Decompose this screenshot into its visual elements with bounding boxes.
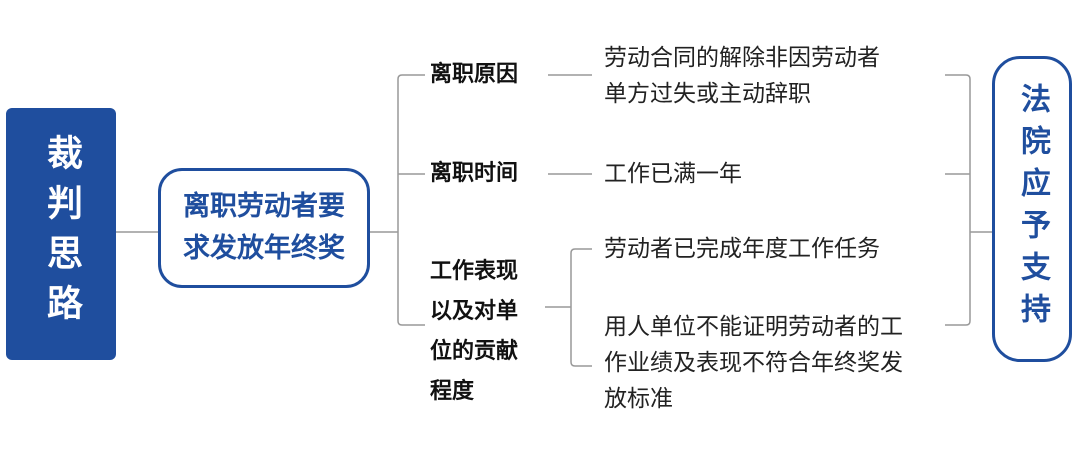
bracket-factors bbox=[397, 74, 425, 326]
detail-reason-line-1: 劳动合同的解除非因劳动者 bbox=[604, 45, 880, 71]
factor-time-label: 离职时间 bbox=[430, 161, 519, 186]
topic-line-1: 离职劳动者要 bbox=[183, 191, 345, 222]
factor-performance-line-1: 工作表现 bbox=[430, 259, 519, 284]
factor-reason-label: 离职原因 bbox=[430, 62, 519, 87]
detail-reason-line-2: 单方过失或主动辞职 bbox=[604, 81, 811, 107]
factor-time: 离职时间 bbox=[430, 157, 518, 190]
factor-performance-line-4: 程度 bbox=[430, 379, 475, 404]
factor-performance-line-2: 以及对单 bbox=[430, 299, 519, 324]
detail-performance-b: 用人单位不能证明劳动者的工 作业绩及表现不符合年终奖发 放标准 bbox=[604, 309, 903, 417]
topic-node: 离职劳动者要 求发放年终奖 bbox=[158, 168, 370, 288]
factor-performance-line-3: 位的贡献 bbox=[430, 339, 519, 364]
detail-performance-b-line-2: 作业绩及表现不符合年终奖发 bbox=[604, 350, 903, 376]
bracket-right bbox=[945, 74, 971, 326]
root-node: 裁判思路 bbox=[6, 108, 116, 360]
detail-time: 工作已满一年 bbox=[604, 156, 742, 192]
detail-performance-b-line-3: 放标准 bbox=[604, 386, 673, 412]
conclusion-label: 法院应予支持 bbox=[1015, 83, 1050, 335]
detail-time-line-1: 工作已满一年 bbox=[604, 161, 742, 187]
bracket-performance bbox=[570, 248, 592, 367]
detail-performance-b-line-1: 用人单位不能证明劳动者的工 bbox=[604, 314, 903, 340]
factor-performance: 工作表现 以及对单 位的贡献 程度 bbox=[430, 252, 518, 412]
root-label: 裁判思路 bbox=[41, 134, 82, 334]
factor-reason: 离职原因 bbox=[430, 58, 518, 91]
detail-reason: 劳动合同的解除非因劳动者 单方过失或主动辞职 bbox=[604, 40, 880, 112]
topic-line-2: 求发放年终奖 bbox=[183, 233, 345, 264]
conclusion-node: 法院应予支持 bbox=[992, 56, 1072, 362]
detail-performance-a: 劳动者已完成年度工作任务 bbox=[604, 231, 880, 267]
detail-performance-a-line-1: 劳动者已完成年度工作任务 bbox=[604, 236, 880, 262]
